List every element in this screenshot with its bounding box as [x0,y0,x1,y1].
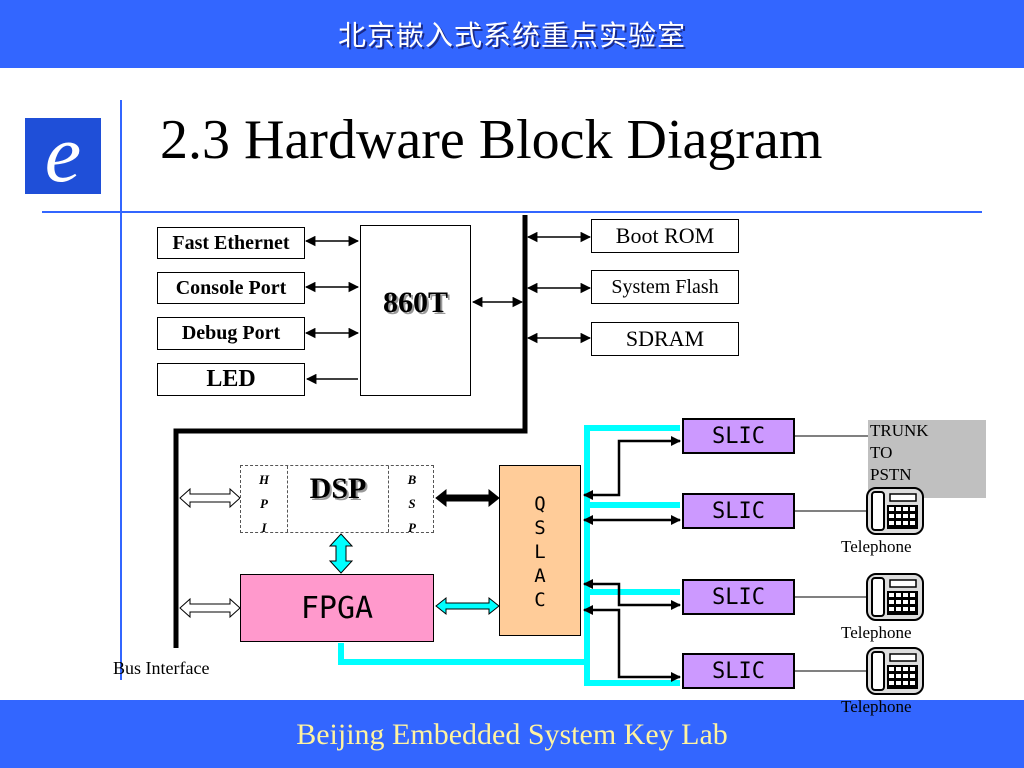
trunk-line: TO [870,443,893,462]
cyan-bus-top [584,425,680,662]
slic-box-3: SLIC [682,579,795,615]
bus-interface-label: Bus Interface [113,658,210,678]
footer-bar [0,700,1024,768]
telephone-label: Telephone [841,697,912,716]
dsp-hpi-column: H P I [241,466,288,535]
console-port-box: Console Port [157,272,305,304]
arrow-dsp-fpga [328,533,354,574]
title-rule-horizontal [42,211,982,213]
arrow-dsp-qslac [435,488,500,508]
title-rule-vertical [120,100,122,680]
hollow-arrow-dsp [179,487,241,509]
footer-title: Beijing Embedded System Key Lab [296,718,728,751]
slic-box-4: SLIC [682,653,795,689]
header-title: 北京嵌入式系统重点实验室 [337,19,686,52]
fast-ethernet-box: Fast Ethernet [157,227,305,259]
qslac-letter: S [534,517,546,539]
dsp-label: DSP [309,472,367,505]
telephone-label: Telephone [841,623,912,642]
dsp-hpi-letter: P [260,496,268,511]
dsp-bsp-letter: S [408,496,416,511]
system-flash-box: System Flash [591,270,739,304]
qslac-slic-1 [583,436,681,500]
led-box: LED [157,363,305,396]
main-bus-line [173,215,528,648]
slic-box-1: SLIC [682,418,795,454]
telephone-icon [866,647,924,695]
slide-title: 2.3 Hardware Block Diagram [160,109,823,171]
telephone-icon [866,573,924,621]
sdram-box: SDRAM [591,322,739,356]
trunk-to-pstn-box: TRUNK TO PSTN [868,420,986,498]
telephone-label: Telephone [841,537,912,556]
hollow-arrow-fpga [179,597,241,619]
header-bar [0,0,1024,68]
arrow-fpga-qslac [435,596,500,616]
trunk-line: PSTN [870,465,912,484]
dsp-bsp-column: B S P [388,466,435,535]
cpu-860t-box: 860T [360,225,471,396]
qslac-letter: C [534,589,546,611]
cpu-860t-label: 860T [382,286,448,319]
qslac-letter: A [534,565,546,587]
qslac-letter: Q [534,493,546,515]
boot-rom-box: Boot ROM [591,219,739,253]
dsp-bsp-letter: B [407,472,417,487]
fpga-box: FPGA [240,574,434,642]
slic-box-2: SLIC [682,493,795,529]
debug-port-box: Debug Port [157,317,305,350]
dsp-hpi-letter: I [261,520,267,535]
dsp-box: H P I DSP B S P [240,465,435,535]
logo-e-icon: e [25,108,101,199]
qslac-letter: L [534,541,546,563]
trunk-line: TRUNK [870,421,929,440]
logo-letter: e [44,108,82,199]
dsp-bsp-letter: P [408,520,416,535]
telephone-icon [866,487,924,535]
qslac-box: Q S L A C [499,465,581,636]
dsp-hpi-letter: H [258,472,270,487]
qslac-slic-4 [583,605,681,682]
